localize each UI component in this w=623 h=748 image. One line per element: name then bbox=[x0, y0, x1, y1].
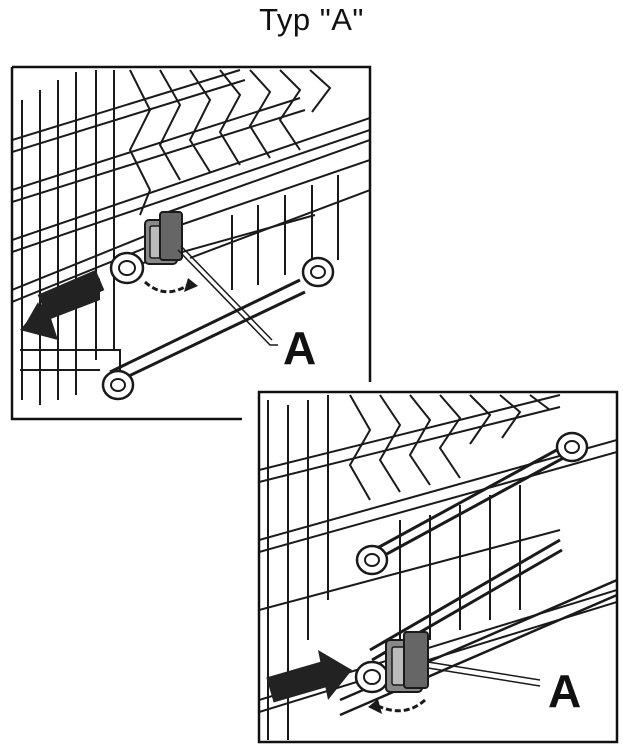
leader-line-bottom-right bbox=[427, 661, 541, 681]
rack-tines-bottom-right bbox=[267, 395, 521, 740]
rack-zigzag-bottom-right bbox=[348, 394, 551, 501]
rack-zigzag-top-left bbox=[128, 69, 332, 216]
rack-wheel-top-left-3 bbox=[101, 369, 135, 401]
panel-top-left: A bbox=[10, 65, 372, 421]
latch-part-a-top-left bbox=[144, 211, 183, 265]
pull-arrow-icon bbox=[20, 269, 105, 340]
latch-part-a-bottom-right bbox=[385, 631, 429, 693]
rack-wheel-top-left-1 bbox=[109, 251, 145, 285]
panel-bottom-right: A bbox=[257, 390, 619, 744]
rack-wheel-bottom-right-3 bbox=[354, 660, 390, 694]
leader-line-top-left bbox=[177, 249, 278, 346]
rack-wheel-bottom-right-1 bbox=[555, 431, 589, 463]
callout-label-a-top-left: A bbox=[283, 322, 316, 374]
callout-label-a-bottom-right: A bbox=[548, 665, 581, 717]
rack-tines-top-left bbox=[21, 70, 339, 405]
panel-frame-bottom-right bbox=[257, 390, 619, 744]
rack-wheel-top-left-2 bbox=[301, 256, 335, 288]
diagram-title: Typ "A" bbox=[259, 2, 364, 37]
rotate-arrow-icon-top-left bbox=[143, 278, 198, 294]
panel-frame-top-left bbox=[12, 65, 372, 382]
push-arrow-icon bbox=[266, 650, 352, 703]
rotate-arrow-icon-bottom-right bbox=[368, 698, 427, 714]
rack-rails-top-left bbox=[12, 69, 370, 303]
rack-wheel-bottom-right-2 bbox=[355, 544, 389, 576]
